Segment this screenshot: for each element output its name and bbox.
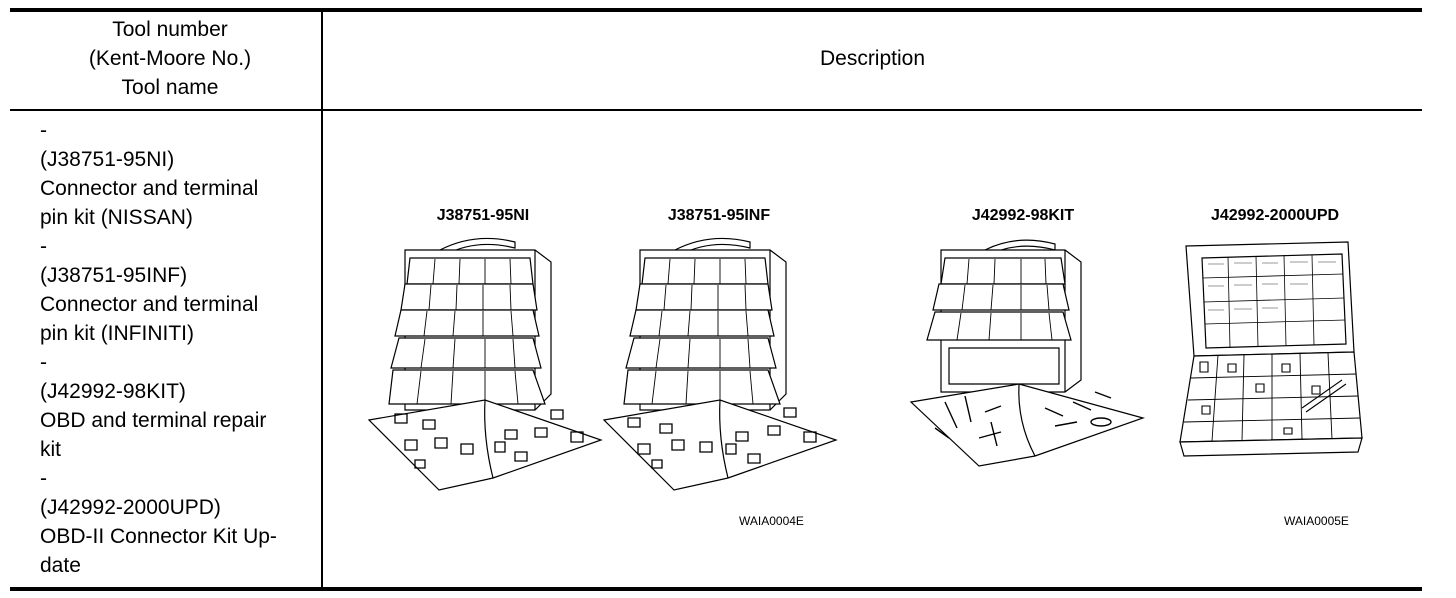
tool-name-line: pin kit (NISSAN) (40, 206, 193, 229)
table-top-rule (10, 8, 1422, 12)
tool-dash: - (40, 119, 47, 142)
figure-code-waia0004e: WAIA0004E (739, 514, 804, 528)
tool-number: (J42992-98KIT) (40, 380, 186, 403)
tool-name-line: date (40, 554, 81, 577)
figure-code-waia0005e: WAIA0005E (1284, 514, 1349, 528)
tool-list: - (J38751-95NI) Connector and terminal p… (40, 116, 315, 580)
header-line-kent-moore: (Kent-Moore No.) (88, 47, 252, 70)
tool-dash: - (40, 235, 47, 258)
header-bottom-rule (10, 109, 1422, 111)
header-line-tool-number: Tool number (112, 18, 228, 41)
kit-label-j38751-95ni: J38751-95NI (436, 207, 530, 224)
description-header: Description (819, 47, 926, 70)
tool-name-line: pin kit (INFINITI) (40, 322, 195, 345)
kit-illustration-j42992-2000upd (1172, 238, 1364, 464)
kit-illustration-j38751-95ni (365, 232, 605, 494)
tool-name-line: OBD-II Connector Kit Up- (40, 525, 277, 548)
table-bottom-rule (10, 587, 1422, 591)
kit-label-j38751-95inf: J38751-95INF (667, 207, 771, 224)
tool-number: (J38751-95INF) (40, 264, 188, 287)
tool-number: (J42992-2000UPD) (40, 496, 221, 519)
tool-dash: - (40, 351, 47, 374)
tool-name-line: Connector and terminal (40, 293, 259, 316)
kit-illustration-j38751-95inf (600, 232, 840, 494)
tool-number-header: Tool number (Kent-Moore No.) Tool name (20, 15, 320, 102)
tool-name-line: kit (40, 438, 61, 461)
tool-number: (J38751-95NI) (40, 148, 175, 171)
tool-name-line: Connector and terminal (40, 177, 259, 200)
tool-dash: - (40, 467, 47, 490)
kit-illustration-j42992-98kit (905, 232, 1150, 472)
column-divider (321, 8, 323, 591)
tool-name-line: OBD and terminal repair (40, 409, 267, 432)
kit-label-j42992-98kit: J42992-98KIT (971, 207, 1075, 224)
kit-label-j42992-2000upd: J42992-2000UPD (1210, 207, 1340, 224)
header-line-tool-name: Tool name (121, 76, 219, 99)
